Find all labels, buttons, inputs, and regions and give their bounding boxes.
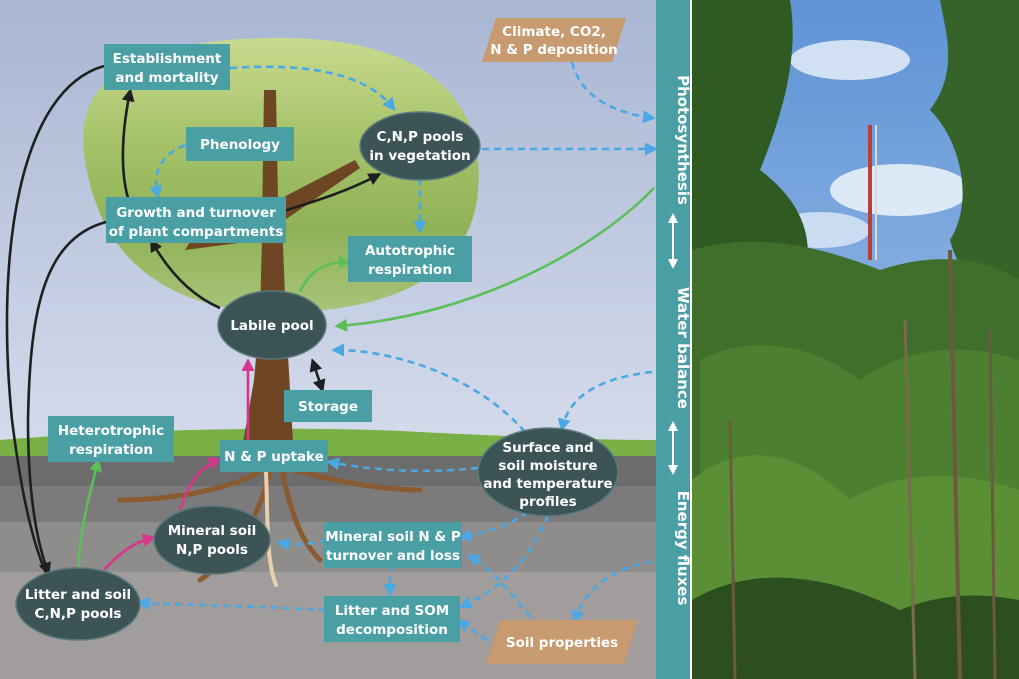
forest-photo <box>692 0 1019 679</box>
arrow-litter-to-hetero <box>76 458 102 571</box>
driver-climate: Climate, CO2, N & P deposition <box>482 18 626 62</box>
box-growth-line2: of plant compartments <box>109 224 284 240</box>
box-mineral-turnover-line2: turnover and loss <box>326 548 460 564</box>
box-storage-label: Storage <box>298 399 358 415</box>
side-energy-fluxes: Energy fluxes <box>674 491 692 606</box>
box-heterotrophic-line2: respiration <box>69 442 153 458</box>
box-phenology: Phenology <box>186 127 294 161</box>
tree-trunk <box>185 90 360 460</box>
flux-tower <box>868 125 877 260</box>
node-litter-pools-line1: Litter and soil <box>25 587 131 603</box>
arrow-labile-to-growth <box>150 238 221 310</box>
node-surface-soil-line1: Surface and <box>502 440 593 456</box>
box-heterotrophic-line1: Heterotrophic <box>58 423 164 439</box>
box-storage: Storage <box>284 390 372 422</box>
arrow-labile-to-auto <box>298 255 352 293</box>
arrow-soilprops-to-turnover <box>466 553 532 618</box>
box-mineral-turnover: Mineral soil N & P turnover and loss <box>324 522 462 568</box>
box-litter-som-line2: decomposition <box>336 622 448 638</box>
box-heterotrophic: Heterotrophic respiration <box>48 416 174 462</box>
arrow-surface-to-mineral-turnover <box>458 510 529 542</box>
box-mineral-turnover-line1: Mineral soil N & P <box>325 529 461 545</box>
node-surface-soil-line2: soil moisture <box>498 458 597 474</box>
box-autotrophic-line1: Autotrophic <box>365 243 455 259</box>
arrow-estab-to-litter <box>5 64 105 589</box>
node-mineral-pools-line1: Mineral soil <box>168 523 257 539</box>
box-establishment: Establishment and mortality <box>104 44 230 90</box>
box-establishment-line2: and mortality <box>115 70 218 86</box>
node-surface-soil-line4: profiles <box>519 494 576 510</box>
arrow-climate-to-photo <box>570 61 656 124</box>
box-phenology-label: Phenology <box>200 137 280 153</box>
node-surface-soil-line3: and temperature <box>483 476 612 492</box>
node-litter-pools-line2: C,N,P pools <box>35 606 122 622</box>
arrows <box>5 61 658 642</box>
arrow-surface-to-labile <box>331 343 526 433</box>
box-establishment-line1: Establishment <box>113 51 222 67</box>
arrow-energy-to-soilprops <box>571 560 653 624</box>
arrow-mineral-to-uptake <box>178 457 222 511</box>
driver-climate-line2: N & P deposition <box>490 42 617 58</box>
box-autotrophic: Autotrophic respiration <box>348 236 472 282</box>
node-labile-pool-label: Labile pool <box>230 318 313 334</box>
side-bar <box>656 0 690 679</box>
arrow-labile-storage <box>309 358 326 393</box>
arrow-litter-to-pools <box>136 596 327 612</box>
arrow-growth-to-estab <box>121 88 135 199</box>
arrow-estab-to-veg <box>229 65 396 112</box>
node-cnp-vegetation-line1: C,N,P pools <box>377 129 464 145</box>
box-np-uptake-label: N & P uptake <box>224 449 324 465</box>
arrow-growth-to-litter <box>26 220 107 576</box>
driver-climate-line1: Climate, CO2, <box>502 24 606 40</box>
arrow-mineral-turnover-to-pools <box>276 537 327 551</box>
node-mineral-pools-line2: N,P pools <box>176 542 248 558</box>
arrow-photo-to-labile <box>334 187 655 332</box>
arrow-soilprops-to-litter <box>456 619 488 642</box>
driver-soil-properties-label: Soil properties <box>506 635 618 651</box>
box-growth: Growth and turnover of plant compartment… <box>106 197 286 243</box>
box-growth-line1: Growth and turnover <box>116 205 276 221</box>
node-litter-pools: Litter and soil C,N,P pools <box>15 567 141 641</box>
arrow-growth-to-veg <box>279 173 382 214</box>
node-labile-pool: Labile pool <box>217 290 327 360</box>
box-np-uptake: N & P uptake <box>220 440 328 472</box>
arrow-litter-to-mineral <box>103 533 156 571</box>
node-mineral-pools: Mineral soil N,P pools <box>153 505 271 575</box>
arrow-surface-to-uptake <box>326 457 479 473</box>
side-water-balance: Water balance <box>674 287 692 409</box>
arrow-surface-to-litter <box>458 514 550 609</box>
node-surface-soil: Surface and soil moisture and temperatur… <box>477 427 619 517</box>
driver-soil-properties: Soil properties <box>486 620 638 664</box>
node-cnp-vegetation-line2: in vegetation <box>369 148 470 164</box>
box-litter-som-line1: Litter and SOM <box>335 603 449 619</box>
side-photosynthesis: Photosynthesis <box>674 75 692 205</box>
node-cnp-vegetation: C,N,P pools in vegetation <box>359 111 481 181</box>
box-autotrophic-line2: respiration <box>368 262 452 278</box>
box-litter-som: Litter and SOM decomposition <box>324 596 460 642</box>
arrow-water-to-surface <box>557 370 653 432</box>
